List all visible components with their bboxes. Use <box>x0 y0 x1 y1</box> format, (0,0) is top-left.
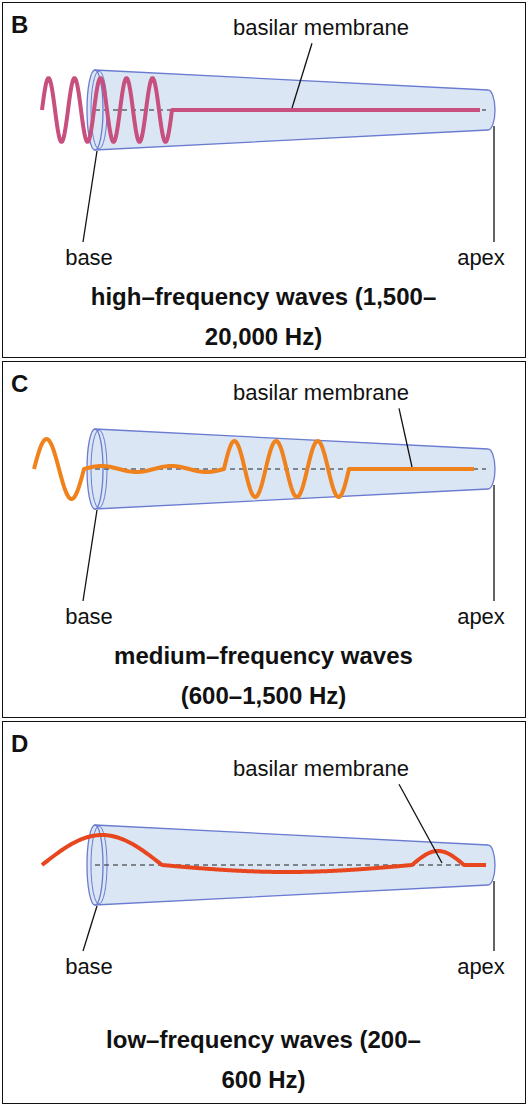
panel-title: high–frequency waves (1,500–20,000 Hz) <box>89 277 439 357</box>
end-label: base <box>65 954 113 979</box>
structure-label: basilar membrane <box>233 380 409 405</box>
leader-line <box>83 151 97 242</box>
end-label: base <box>65 245 113 270</box>
leader-line <box>399 408 412 467</box>
panel-title: medium–frequency waves (600–1,500 Hz) <box>89 636 439 716</box>
figure-panel: Bbasilar membrane base apex high–frequency … <box>2 2 526 358</box>
end-label: base <box>65 604 113 629</box>
basilar-membrane <box>95 864 486 865</box>
leader-line <box>493 126 494 242</box>
leader-line <box>493 881 494 951</box>
figure-panel: Cbasilar membrane base apex medium–frequenc… <box>2 361 526 718</box>
panel-letter: B <box>11 11 28 39</box>
panel-letter: C <box>11 370 28 398</box>
cochlea-drawing <box>42 825 495 905</box>
end-label: apex <box>457 604 505 629</box>
leader-line <box>83 906 97 951</box>
leader-line <box>292 43 312 108</box>
leader-line <box>83 510 97 601</box>
structure-label: basilar membrane <box>233 15 409 40</box>
structure-label: basilar membrane <box>233 756 409 781</box>
end-label: apex <box>457 245 505 270</box>
cochlea-tube <box>95 825 495 905</box>
panel-letter: D <box>11 730 28 758</box>
leader-line <box>399 784 442 863</box>
panel-title: low–frequency waves (200–600 Hz) <box>89 1020 439 1100</box>
figure-panel: Dbasilar membrane base apex low–frequency w… <box>2 721 526 1104</box>
end-label: apex <box>457 954 505 979</box>
leader-line <box>493 485 494 601</box>
cochlea-drawing <box>42 70 495 150</box>
travelling-wave <box>42 78 480 142</box>
travelling-wave <box>42 835 486 872</box>
cochlea-drawing <box>34 429 495 509</box>
